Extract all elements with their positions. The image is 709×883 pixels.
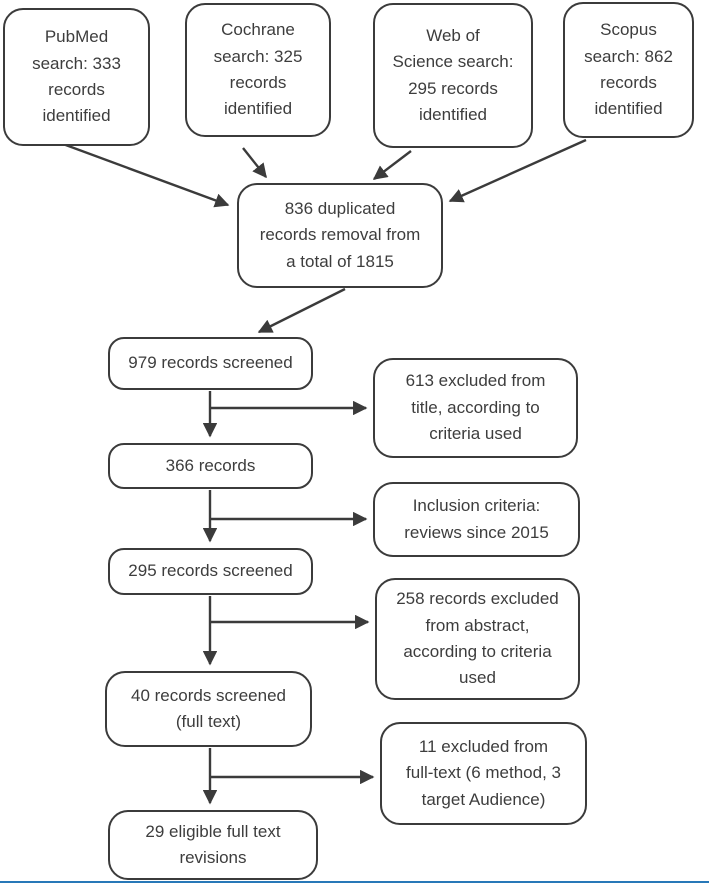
box-scopus-search: Scopus search: 862 records identified [563,2,694,138]
box-records-screened-295: 295 records screened [108,548,313,595]
arrow-pubmed-to-duplicates [62,142,230,208]
box-cochrane-search: Cochrane search: 325 records identified [185,3,331,137]
box-records-screened-979: 979 records screened [108,337,313,390]
box-pubmed-search: PubMed search: 333 records identified [3,8,150,146]
box-eligible-29: 29 eligible full text revisions [108,810,318,880]
arrow-scopus-to-duplicates [448,138,587,203]
arrow-wos-to-duplicates [372,150,412,180]
box-inclusion-criteria: Inclusion criteria: reviews since 2015 [373,482,580,557]
box-web-of-science-search: Web of Science search: 295 records ident… [373,3,533,148]
box-duplicates-removed: 836 duplicated records removal from a to… [237,183,443,288]
box-excluded-title-613: 613 excluded from title, according to cr… [373,358,578,458]
box-excluded-abstract-258: 258 records excluded from abstract, acco… [375,578,580,700]
figure-bottom-rule [0,881,709,883]
arrow-duplicates-to-screened979 [257,287,346,334]
box-records-366: 366 records [108,443,313,489]
box-excluded-fulltext-11: 11 excluded from full-text (6 method, 3 … [380,722,587,825]
box-records-screened-40: 40 records screened (full text) [105,671,312,747]
arrow-cochrane-to-duplicates [242,147,267,179]
